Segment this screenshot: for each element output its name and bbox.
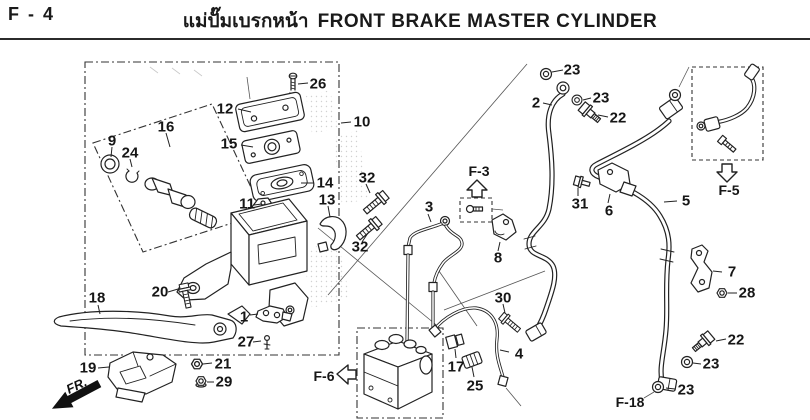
callout-26: 26 bbox=[309, 75, 327, 93]
f6-arrow-icon bbox=[336, 364, 357, 385]
screw-26 bbox=[288, 72, 298, 91]
ref-label-F-18: F-18 bbox=[615, 394, 645, 410]
set-plate-15 bbox=[241, 130, 301, 164]
washer-23-bottom-upper bbox=[680, 355, 694, 369]
piston-kit-parts bbox=[100, 154, 218, 230]
callout-27: 27 bbox=[237, 333, 255, 351]
callout-9: 9 bbox=[107, 132, 117, 150]
pin-27 bbox=[263, 335, 271, 350]
f3-arrow-icon bbox=[466, 179, 488, 198]
callout-21: 21 bbox=[214, 355, 232, 373]
callout-leader-lines bbox=[97, 69, 737, 390]
callout-12: 12 bbox=[216, 100, 234, 118]
clamp-8 bbox=[491, 213, 517, 241]
front-direction-arrow bbox=[51, 380, 102, 409]
callout-17: 17 bbox=[447, 358, 465, 376]
page-code: F - 4 bbox=[8, 4, 56, 24]
nut-21 bbox=[190, 358, 204, 370]
callout-32: 32 bbox=[351, 238, 369, 256]
oil-bolt-22-bottom bbox=[689, 329, 717, 356]
bolt-31 bbox=[572, 175, 591, 189]
ref-label-F-6: F-6 bbox=[313, 368, 335, 384]
callout-20: 20 bbox=[151, 283, 169, 301]
callout-7: 7 bbox=[727, 263, 737, 281]
callout-32: 32 bbox=[358, 169, 376, 187]
piston-16 bbox=[144, 177, 218, 230]
callout-23: 23 bbox=[592, 89, 610, 107]
callout-25: 25 bbox=[466, 377, 484, 395]
callout-4: 4 bbox=[514, 345, 524, 363]
ref-box-f3 bbox=[459, 197, 493, 223]
header-rule bbox=[0, 38, 810, 40]
callout-18: 18 bbox=[88, 289, 106, 307]
shading-texture bbox=[149, 66, 368, 308]
washer-23-mid bbox=[571, 94, 583, 106]
callout-22: 22 bbox=[609, 109, 627, 127]
f5-detail-hose bbox=[696, 63, 760, 153]
callout-22: 22 bbox=[727, 331, 745, 349]
reservoir-cover-12 bbox=[235, 91, 305, 133]
callout-15: 15 bbox=[220, 135, 238, 153]
holder-13 bbox=[317, 216, 347, 253]
page-title: แม่ปั๊มเบรกหน้า FRONT BRAKE MASTER CYLIND… bbox=[183, 6, 657, 36]
washer-23-bottom-lower bbox=[651, 380, 665, 394]
lever-bracket-19 bbox=[107, 351, 177, 403]
callout-23: 23 bbox=[677, 381, 695, 399]
callout-11: 11 bbox=[239, 195, 255, 213]
nut-28 bbox=[716, 288, 728, 298]
title-thai: แม่ปั๊มเบรกหน้า bbox=[182, 11, 309, 32]
callout-14: 14 bbox=[316, 174, 334, 192]
callout-10: 10 bbox=[353, 113, 371, 131]
brake-lever-18 bbox=[53, 305, 251, 344]
callout-13: 13 bbox=[318, 191, 336, 209]
brake-pipe-3 bbox=[403, 215, 464, 346]
callout-30: 30 bbox=[494, 289, 512, 307]
abs-modulator bbox=[363, 333, 433, 410]
brake-hose-5 bbox=[589, 88, 684, 392]
title-english: FRONT BRAKE MASTER CYLINDER bbox=[317, 11, 658, 32]
boot-9 bbox=[100, 154, 120, 174]
callout-6: 6 bbox=[604, 202, 614, 220]
callout-19: 19 bbox=[79, 359, 97, 377]
ref-label-F-5: F-5 bbox=[718, 182, 740, 198]
clamp-6 bbox=[597, 162, 637, 197]
callout-23: 23 bbox=[563, 61, 581, 79]
f5-arrow-icon bbox=[716, 163, 738, 183]
callout-1: 1 bbox=[239, 308, 249, 326]
ref-label-F-3: F-3 bbox=[468, 163, 490, 179]
switch-1 bbox=[255, 305, 293, 324]
callout-24: 24 bbox=[121, 144, 139, 162]
f3-detail-bolt bbox=[465, 204, 484, 214]
callout-16: 16 bbox=[157, 118, 175, 136]
callout-5: 5 bbox=[681, 192, 691, 210]
nut-29 bbox=[195, 376, 207, 388]
callout-31: 31 bbox=[571, 195, 589, 213]
clamp-25 bbox=[461, 351, 483, 369]
brake-pipe-4 bbox=[428, 306, 509, 387]
assembly-box-10 bbox=[84, 61, 340, 356]
callout-3: 3 bbox=[424, 198, 434, 216]
clamp-17 bbox=[445, 333, 465, 350]
brake-hose-2 bbox=[523, 81, 570, 342]
abs-modulator-box bbox=[356, 327, 444, 419]
diaphragm-14 bbox=[249, 164, 315, 202]
callout-28: 28 bbox=[738, 284, 756, 302]
ref-box-f5 bbox=[691, 66, 764, 161]
callout-2: 2 bbox=[531, 94, 541, 112]
callout-29: 29 bbox=[215, 373, 233, 391]
circlip-24 bbox=[125, 168, 140, 183]
bolt-30 bbox=[497, 310, 524, 336]
washer-23-top bbox=[539, 67, 553, 81]
callout-23: 23 bbox=[702, 355, 720, 373]
bracket-7 bbox=[690, 244, 713, 293]
callout-8: 8 bbox=[493, 249, 503, 267]
